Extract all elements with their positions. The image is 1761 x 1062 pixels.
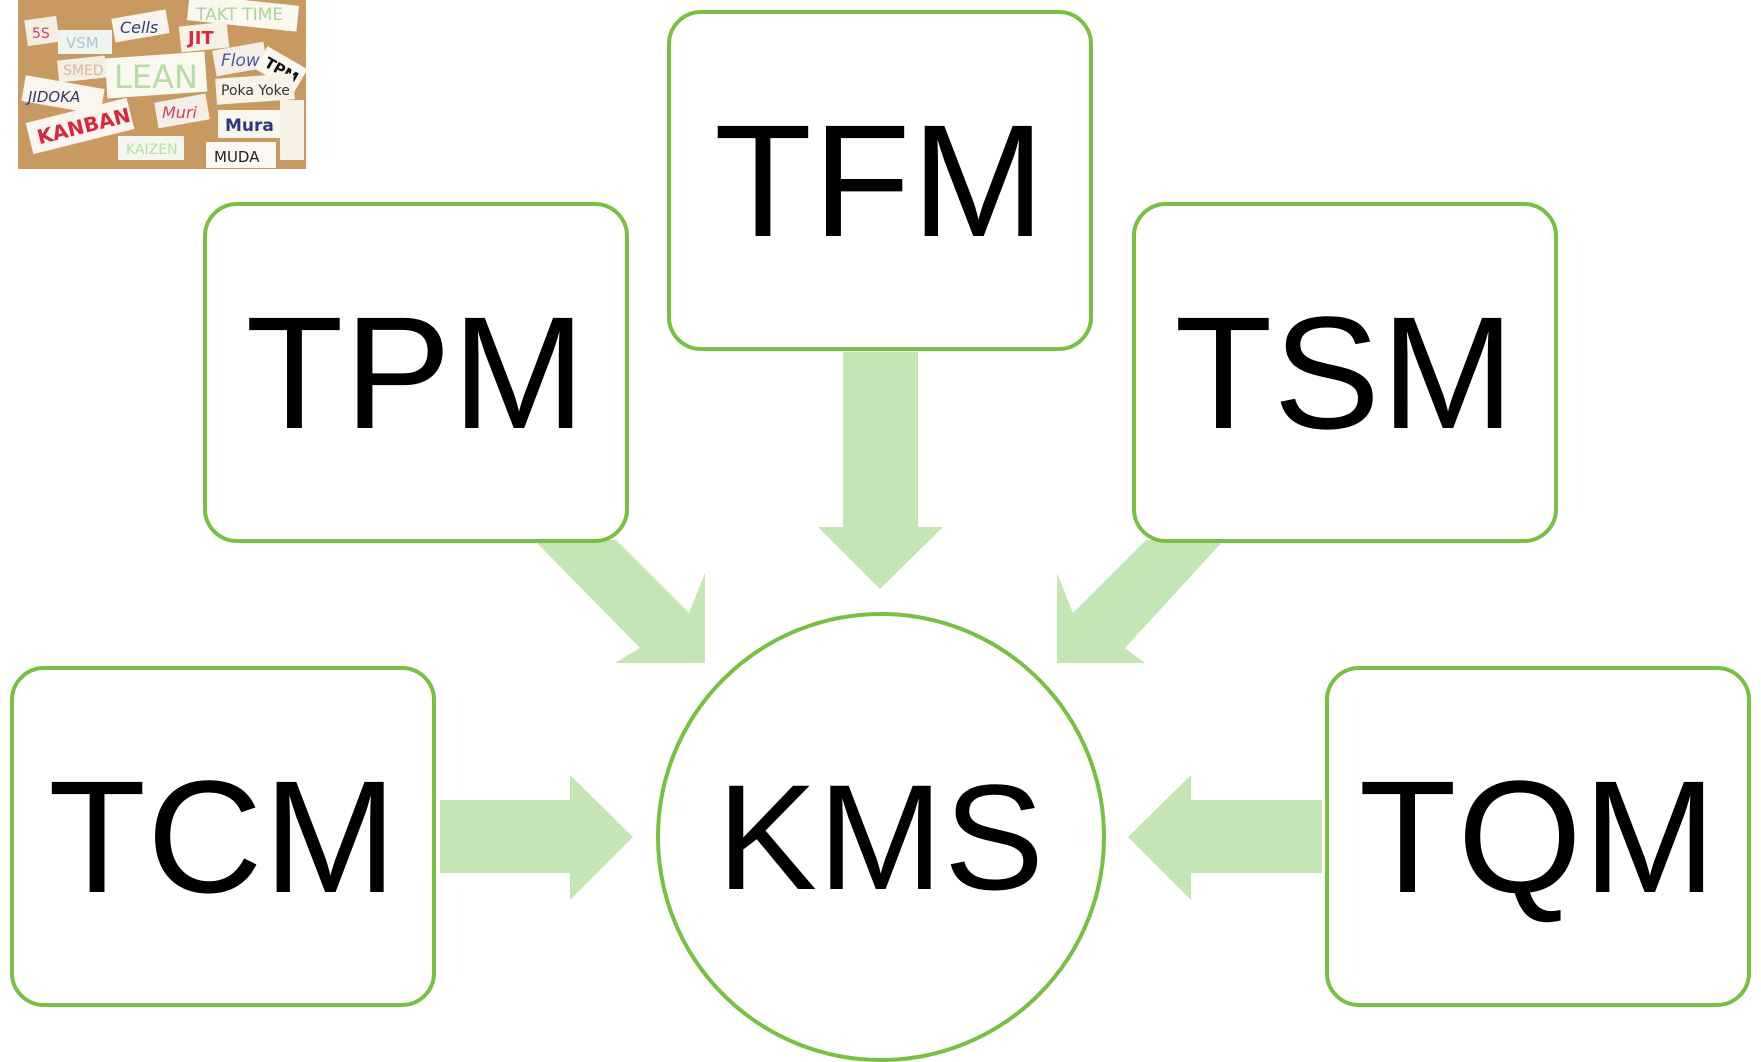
svg-text:JIDOKA: JIDOKA — [25, 88, 80, 106]
node-kms-label: KMS — [716, 753, 1046, 921]
node-tpm: TPM — [203, 202, 629, 543]
svg-text:Muri: Muri — [162, 103, 198, 122]
svg-text:Cells: Cells — [120, 18, 158, 37]
svg-text:Mura: Mura — [225, 116, 274, 136]
node-tsm: TSM — [1132, 202, 1558, 543]
svg-text:5S: 5S — [32, 26, 50, 42]
node-tfm-label: TFM — [714, 90, 1046, 270]
node-tfm: TFM — [667, 10, 1093, 351]
svg-text:JIT: JIT — [186, 28, 214, 49]
node-tqm-label: TQM — [1358, 746, 1718, 926]
node-tsm-label: TSM — [1174, 282, 1516, 462]
svg-text:VSM: VSM — [66, 34, 99, 52]
svg-text:LEAN: LEAN — [114, 58, 198, 96]
svg-text:SMED: SMED — [63, 63, 104, 79]
svg-text:TAKT TIME: TAKT TIME — [195, 5, 283, 25]
node-tcm-label: TCM — [48, 746, 398, 926]
svg-text:KAIZEN: KAIZEN — [126, 142, 178, 158]
node-tpm-label: TPM — [245, 282, 587, 462]
svg-text:Flow: Flow — [221, 51, 260, 71]
node-tqm: TQM — [1325, 666, 1751, 1007]
node-tcm: TCM — [10, 666, 436, 1007]
svg-text:Poka Yoke: Poka Yoke — [221, 83, 290, 99]
node-kms-center: KMS — [656, 612, 1106, 1062]
svg-text:MUDA: MUDA — [214, 148, 260, 166]
lean-terms-thumbnail: 5S Cells TAKT TIME JIT VSM LEAN Flow TPM… — [18, 0, 306, 169]
